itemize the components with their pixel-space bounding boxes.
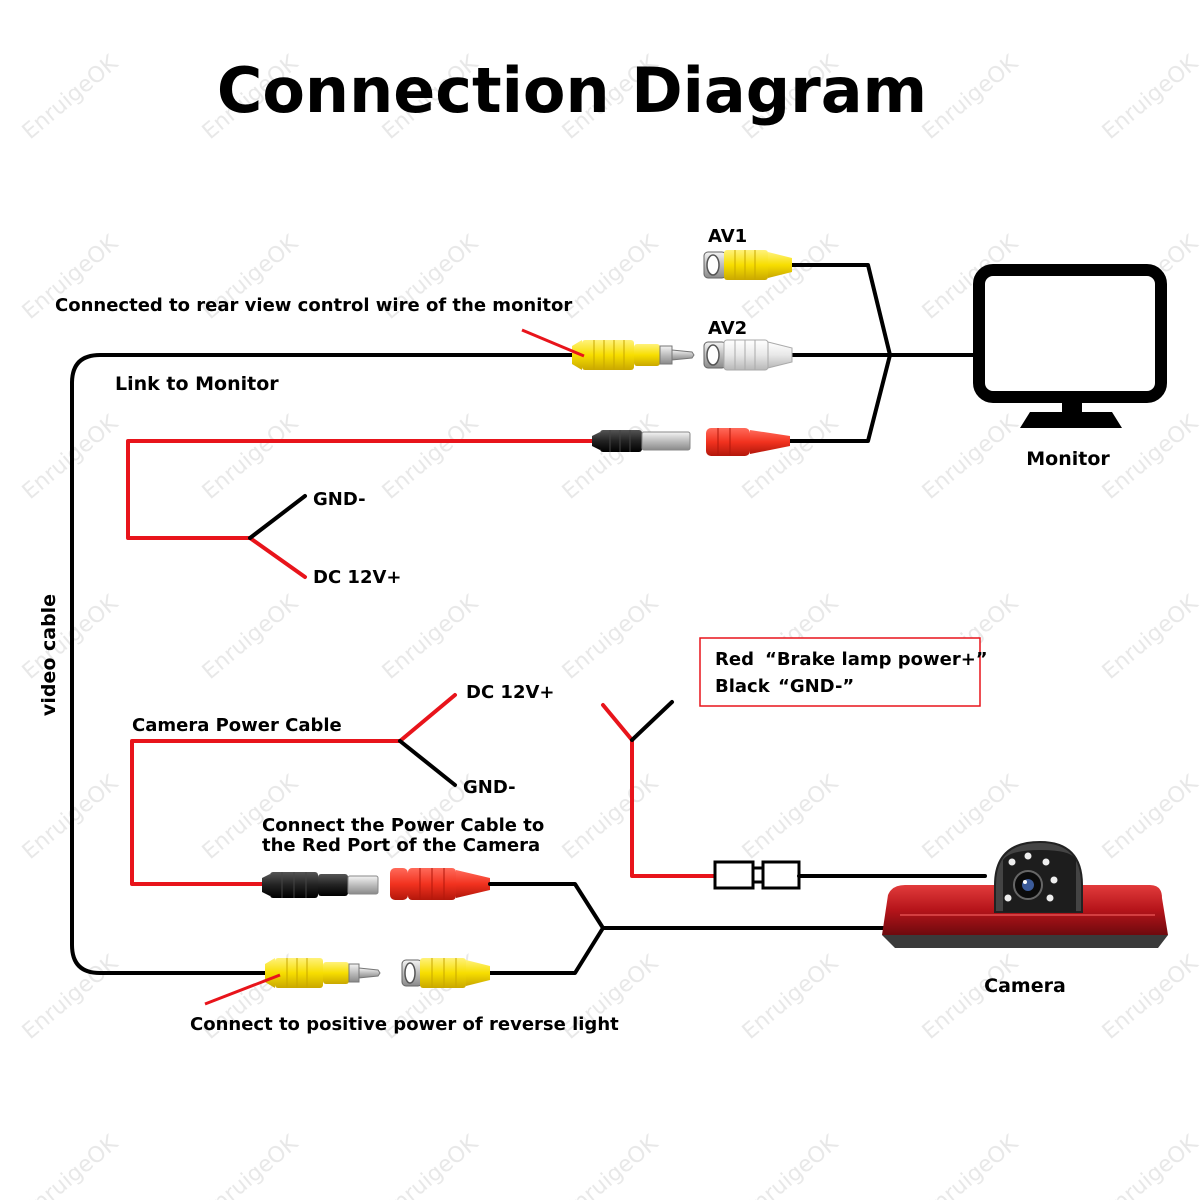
video-rca-male-bottom <box>265 958 381 988</box>
watermark-text: EnruigeOK <box>18 950 124 1044</box>
watermark-text: EnruigeOK <box>198 1130 304 1200</box>
monitor-label: Monitor <box>1026 448 1110 470</box>
watermark-text: EnruigeOK <box>1098 950 1200 1044</box>
watermark-text: EnruigeOK <box>918 1130 1024 1200</box>
monitor-dc-plug <box>592 430 691 452</box>
video-rca-male-top <box>572 340 695 370</box>
reverse-light-pointer <box>204 973 281 1006</box>
camera-power-red-wire <box>130 693 457 886</box>
reverse-light-label: Connect to positive power of reverse lig… <box>190 1014 619 1035</box>
watermark-text: EnruigeOK <box>378 590 484 684</box>
monitor-dc-socket <box>706 428 790 456</box>
video-rca-female-bottom <box>401 958 490 988</box>
watermark-text: EnruigeOK <box>738 950 844 1044</box>
camera-label: Camera <box>984 975 1066 997</box>
brake-lamp-black-wire <box>630 700 674 742</box>
gnd-top-label: GND- <box>313 489 366 510</box>
page-title: Connection Diagram <box>217 54 927 127</box>
brake-black-desc: “GND-” <box>778 676 854 697</box>
brake-black-label: Black <box>715 676 771 697</box>
brake-light-camera-icon <box>882 840 1168 948</box>
watermark-text: EnruigeOK <box>198 410 304 504</box>
watermark-text: EnruigeOK <box>1098 590 1200 684</box>
camera-power-dc-plug <box>262 872 379 898</box>
monitor-icon <box>973 264 1167 428</box>
video-cable-label: video cable <box>38 594 60 716</box>
watermark-text: EnruigeOK <box>558 230 664 324</box>
monitor-power-gnd-wire <box>248 494 307 540</box>
watermark-text: EnruigeOK <box>1098 770 1200 864</box>
brake-lamp-red-wire <box>601 703 717 878</box>
watermark-text: EnruigeOK <box>558 770 664 864</box>
camera-power-cable-label: Camera Power Cable <box>132 715 342 736</box>
brake-lamp-connector <box>713 860 801 890</box>
rear-view-control-pointer <box>521 328 585 358</box>
watermark-text: EnruigeOK <box>918 50 1024 144</box>
dc12-cam-label: DC 12V+ <box>466 682 554 703</box>
monitor-power-red-wire <box>126 439 602 579</box>
av2-rca-connector <box>703 339 793 371</box>
av1-wire <box>788 263 892 357</box>
av1-label: AV1 <box>708 226 747 247</box>
connect-power-line2: the Red Port of the Camera <box>262 835 540 856</box>
rear-view-control-label: Connected to rear view control wire of t… <box>55 295 572 316</box>
watermark-text: EnruigeOK <box>1098 50 1200 144</box>
camera-harness-wire <box>488 882 605 975</box>
watermark-text: EnruigeOK <box>18 50 124 144</box>
watermark-text: EnruigeOK <box>918 950 1024 1044</box>
watermark-text: EnruigeOK <box>18 1130 124 1200</box>
link-to-monitor-label: Link to Monitor <box>115 373 279 395</box>
watermark-text: EnruigeOK <box>738 410 844 504</box>
brake-lamp-info-box <box>699 637 981 707</box>
watermark-text: EnruigeOK <box>738 1130 844 1200</box>
camera-power-gnd-wire <box>398 739 457 787</box>
watermark-text: EnruigeOK <box>918 410 1024 504</box>
gnd-cam-label: GND- <box>463 777 516 798</box>
brake-red-label: Red <box>715 649 754 670</box>
camera-dc-socket <box>390 868 490 900</box>
watermark-text: EnruigeOK <box>378 1130 484 1200</box>
watermark-text: EnruigeOK <box>558 1130 664 1200</box>
connect-power-line1: Connect the Power Cable to <box>262 815 544 836</box>
watermark-text: EnruigeOK <box>1098 1130 1200 1200</box>
watermark-text: EnruigeOK <box>558 410 664 504</box>
av2-label: AV2 <box>708 318 747 339</box>
video-cable-wire <box>70 353 584 975</box>
watermark-text: EnruigeOK <box>198 590 304 684</box>
watermark-text: EnruigeOK <box>738 770 844 864</box>
brake-red-desc: “Brake lamp power+” <box>765 649 988 670</box>
av1-rca-connector <box>703 250 792 280</box>
dc12-top-label: DC 12V+ <box>313 567 401 588</box>
watermark-text: EnruigeOK <box>558 590 664 684</box>
power-socket-wire <box>788 353 892 443</box>
watermark-text: EnruigeOK <box>378 410 484 504</box>
